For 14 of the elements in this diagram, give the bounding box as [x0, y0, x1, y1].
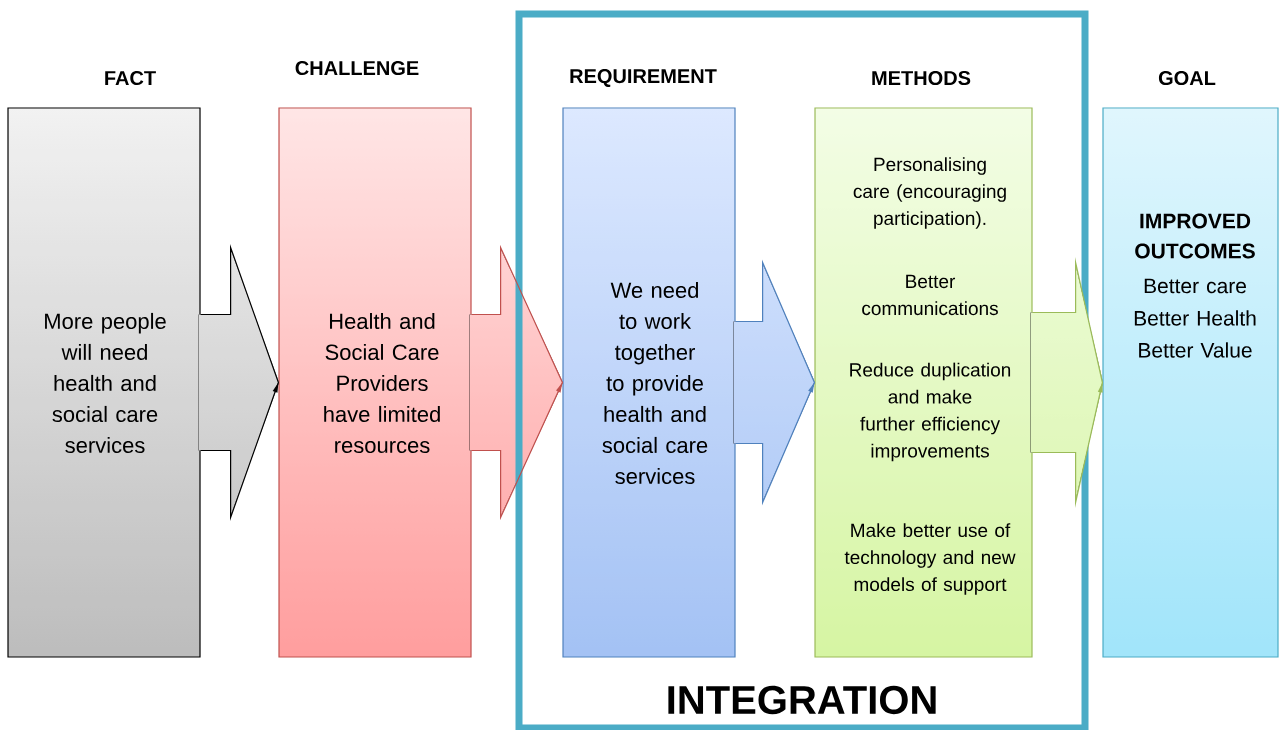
frame-label: INTEGRATION	[668, 685, 936, 715]
block-arrow	[200, 244, 280, 521]
stage-text: IMPROVED OUTCOMES	[1135, 213, 1255, 259]
block-arrow	[735, 259, 816, 506]
stage-heading: METHODS	[872, 70, 971, 86]
stage-heading: REQUIREMENT	[570, 69, 717, 87]
block-arrow	[1032, 257, 1104, 508]
block-arrow	[471, 244, 564, 521]
stage-text: Better Value	[1139, 342, 1252, 358]
stage-text: Better Health	[1134, 310, 1256, 326]
stage-text: Better care	[1144, 278, 1246, 294]
stage-heading: CHALLENGE	[295, 60, 419, 76]
stage-heading: FACT	[105, 70, 156, 86]
stage-heading: GOAL	[1158, 70, 1216, 86]
